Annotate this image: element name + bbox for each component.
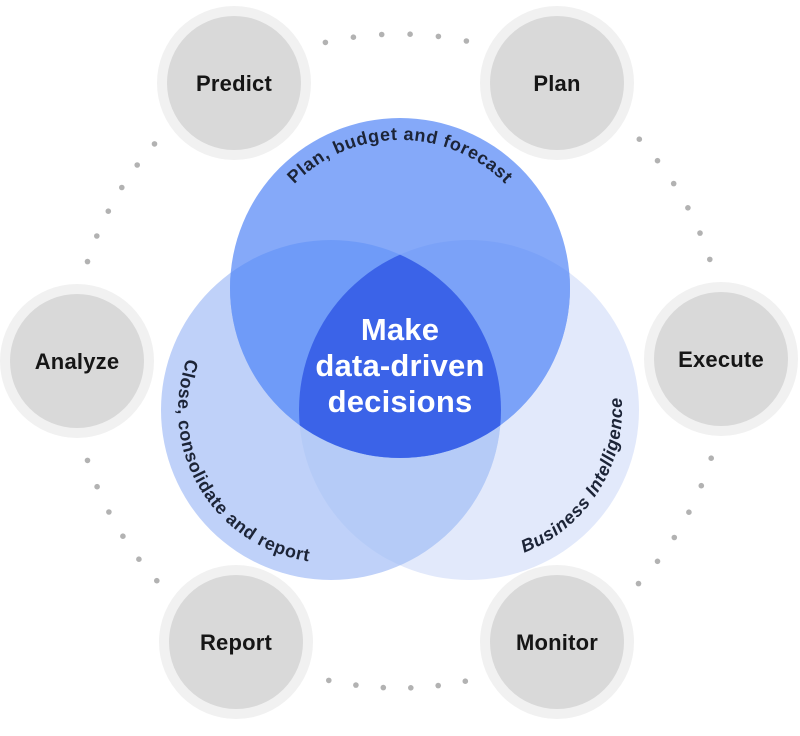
ring-dot — [407, 31, 413, 37]
ring-dot — [350, 34, 357, 40]
node-circle-execute — [654, 292, 788, 426]
ring-dot — [697, 230, 703, 236]
node-analyze: Analyze — [0, 284, 154, 438]
ring-dot — [654, 558, 661, 565]
ring-dot — [685, 205, 691, 211]
ring-dot — [707, 256, 713, 263]
ring-dot — [435, 33, 442, 40]
ring-dot — [353, 682, 359, 688]
node-plan: Plan — [480, 6, 634, 160]
node-label-plan: Plan — [533, 71, 580, 96]
ring-dot — [435, 682, 442, 689]
ring-dot — [134, 162, 140, 168]
node-report: Report — [159, 565, 313, 719]
node-label-monitor: Monitor — [516, 630, 598, 655]
ring-dot — [708, 455, 714, 462]
ring-dot — [378, 31, 385, 38]
ring-dot — [322, 39, 329, 46]
node-circle-analyze — [10, 294, 144, 428]
ring-dot — [698, 482, 705, 489]
node-execute: Execute — [644, 282, 798, 436]
center-text-line-2: data-driven — [315, 348, 484, 383]
ring-dot — [119, 184, 125, 191]
center-statement: Make data-driven decisions — [315, 312, 484, 419]
ring-dot — [670, 180, 677, 187]
node-circle-monitor — [490, 575, 624, 709]
ring-dot — [94, 483, 100, 490]
node-circle-report — [169, 575, 303, 709]
ring-dot — [120, 533, 126, 539]
ring-dot — [151, 141, 158, 147]
ring-dot — [408, 685, 414, 691]
ring-dot — [636, 136, 643, 142]
venn-overlap-center — [299, 240, 501, 458]
node-label-analyze: Analyze — [35, 349, 120, 374]
node-label-predict: Predict — [196, 71, 272, 96]
node-circle-predict — [167, 16, 301, 150]
ring-dot — [671, 534, 678, 541]
ring-dot — [84, 258, 91, 265]
ring-dot — [94, 233, 100, 239]
ring-dot — [84, 457, 91, 464]
ring-dot — [105, 208, 112, 214]
ring-dot — [106, 509, 112, 515]
dotted-ring — [84, 31, 714, 691]
node-monitor: Monitor — [480, 565, 634, 719]
ring-dot — [686, 509, 692, 515]
venn-circles — [161, 118, 639, 580]
ring-dot — [136, 556, 142, 562]
ring-dot — [154, 577, 160, 584]
center-text-line-1: Make — [361, 312, 439, 347]
node-predict: Predict — [157, 6, 311, 160]
ring-dot — [462, 678, 469, 684]
node-circle-plan — [490, 16, 624, 150]
node-label-report: Report — [200, 630, 273, 655]
ring-dot — [635, 580, 642, 587]
ring-dot — [463, 38, 470, 44]
node-label-execute: Execute — [678, 347, 764, 372]
center-text-line-3: decisions — [328, 384, 473, 419]
ring-dot — [326, 677, 332, 684]
ring-dot — [654, 157, 661, 164]
ring-dot — [380, 684, 387, 691]
